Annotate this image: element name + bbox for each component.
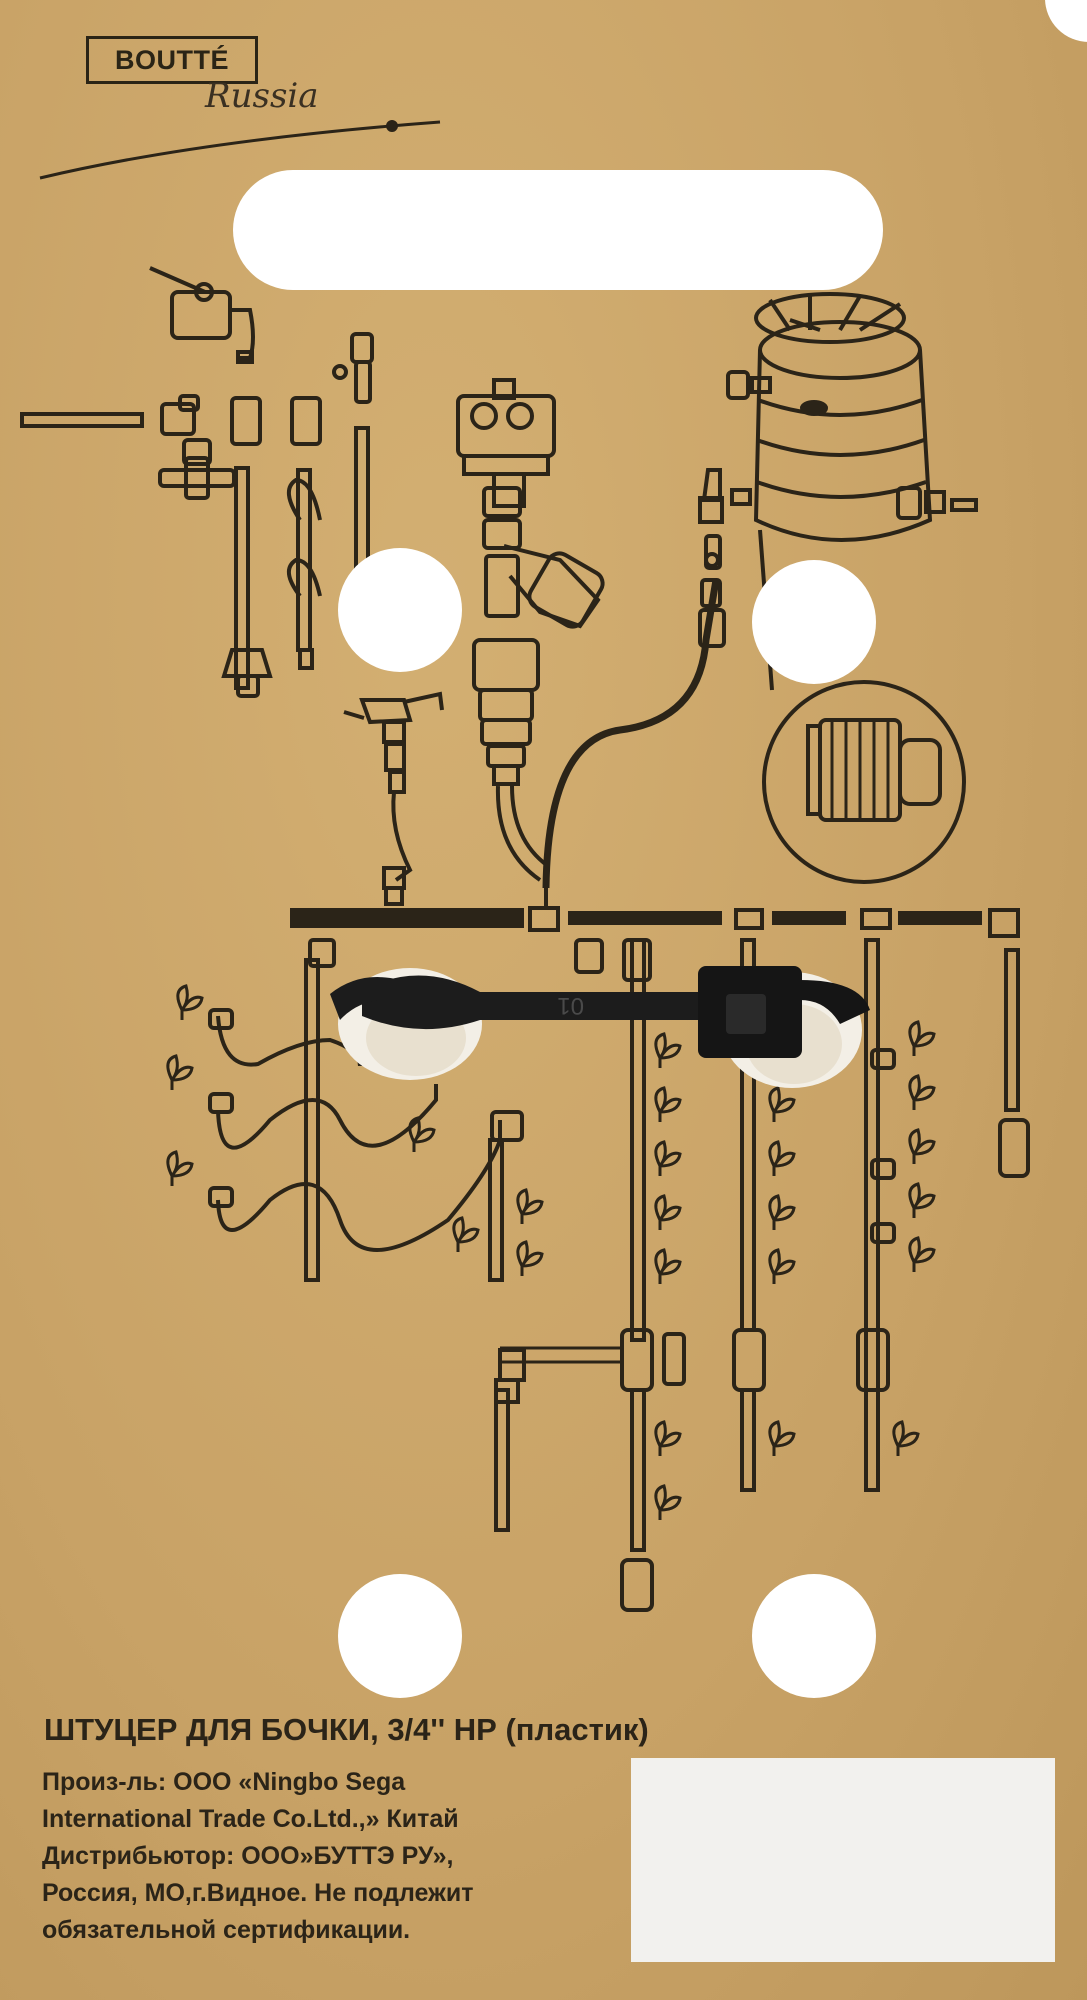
black-hose bbox=[542, 579, 720, 889]
description-line: Россия, МО,г.Видное. Не подлежит bbox=[42, 1879, 474, 1907]
pipe-segment bbox=[494, 1388, 510, 1532]
mount-hole bbox=[338, 1574, 462, 1698]
description-line: Произ-ль: ООО «Ningbo Sega bbox=[42, 1768, 406, 1796]
mount-hole bbox=[752, 560, 876, 684]
description-line: Дистрибьютор: ООО»БУТТЭ РУ», bbox=[42, 1842, 454, 1870]
hang-slot bbox=[233, 170, 883, 290]
cable-tie-marking: 01 bbox=[557, 992, 584, 1019]
pipe-segment bbox=[864, 938, 880, 1492]
main-line bbox=[290, 908, 524, 928]
logo-swoosh bbox=[39, 120, 441, 180]
description-line: обязательной сертификации. bbox=[42, 1916, 411, 1944]
product-title: ШТУЦЕР ДЛЯ БОЧКИ, 3/4'' НР (пластик) bbox=[44, 1712, 649, 1747]
controller-icon bbox=[456, 378, 556, 508]
pipe-segment bbox=[1004, 948, 1020, 1112]
pipe-segment bbox=[234, 466, 250, 690]
mount-hole bbox=[338, 548, 462, 672]
blank-label-area bbox=[631, 1758, 1055, 1962]
drip-hose bbox=[216, 1120, 502, 1252]
brand-logo: BOUTTÉ bbox=[86, 36, 258, 84]
barrel-icon bbox=[726, 292, 978, 542]
description-line: International Trade Co.Ltd.,» Китай bbox=[42, 1805, 459, 1833]
brand-signature: Russia bbox=[205, 76, 319, 116]
faucet-icon bbox=[149, 266, 255, 364]
product-description: Произ-ль: ООО «Ningbo Sega International… bbox=[42, 1764, 602, 1949]
mount-hole bbox=[752, 1574, 876, 1698]
plant-icons bbox=[166, 984, 936, 1520]
sprinkler-icon bbox=[343, 691, 444, 906]
filter-icon bbox=[472, 486, 605, 786]
drip-hose bbox=[216, 1084, 438, 1150]
pipe-segment bbox=[20, 412, 144, 428]
